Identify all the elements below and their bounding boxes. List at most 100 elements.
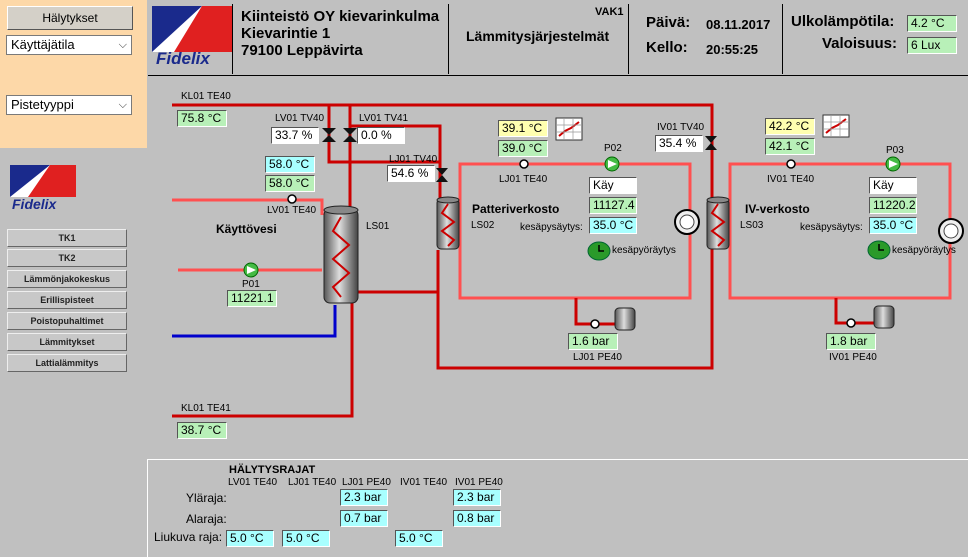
tank-ls02-icon (436, 196, 460, 250)
valve-lv01-tv41-icon[interactable] (343, 128, 357, 142)
alarm-limits-panel: HÄLYTYSRAJAT LV01 TE40 LJ01 TE40 LJ01 PE… (147, 459, 968, 557)
alarm-col-lv01-te40: LV01 TE40 (228, 477, 278, 488)
lj01-te40-slide-limit[interactable]: 5.0 °C (282, 530, 330, 547)
alarm-col-iv01-te40: IV01 TE40 (400, 477, 448, 488)
p03-value: 11220.2 (869, 197, 917, 214)
lv01-te40-slide-limit[interactable]: 5.0 °C (226, 530, 274, 547)
sensor-dot-icon (590, 319, 600, 329)
iv01-te40-value: 42.1 °C (765, 138, 815, 155)
pointtype-select-value: Pistetyyppi (11, 97, 74, 112)
kesapyoraytys-label: kesäpyöräytys (612, 245, 676, 256)
valve-iv01-tv40-icon[interactable] (705, 136, 717, 150)
sidebar-logo: Fidelix (10, 165, 76, 213)
return-pipe (172, 290, 438, 418)
nav-poistopuhaltimet[interactable]: Poistopuhaltimet (7, 312, 127, 330)
iv-verkosto-label: IV-verkosto (745, 202, 810, 216)
iv01-pe40-upper-limit[interactable]: 2.3 bar (453, 489, 501, 506)
kl01-te40-value: 75.8 °C (177, 110, 227, 127)
p02-label: P02 (604, 143, 622, 154)
light-label: Valoisuus: (822, 35, 898, 52)
lj01-tv40-label: LJ01 TV40 (389, 154, 438, 165)
header-logo: Fidelix (152, 6, 232, 70)
lv01-tv40-label: LV01 TV40 (275, 113, 325, 124)
header-divider (628, 4, 629, 74)
alarm-limits-title: HÄLYTYSRAJAT (229, 464, 316, 476)
kl01-te41-label: KL01 TE41 (181, 403, 231, 414)
lj01-te40-value: 39.0 °C (498, 140, 548, 157)
nav-lammitykset[interactable]: Lämmitykset (7, 333, 127, 351)
address-line1: Kiinteistö OY kievarinkulma (241, 8, 440, 25)
system-code: VAK1 (595, 6, 624, 18)
kesapysaytys-value[interactable]: 35.0 °C (869, 217, 917, 234)
sidebar-logo-text: Fidelix (12, 196, 57, 212)
iv01-tv40-value[interactable]: 35.4 % (655, 135, 703, 152)
hot-water-pipe (172, 198, 324, 215)
pump-p01-icon[interactable] (243, 262, 259, 278)
valve-lj01-tv40-icon[interactable] (436, 168, 448, 182)
nav-erillispisteet[interactable]: Erillispisteet (7, 291, 127, 309)
tank-ls01-icon (323, 205, 359, 304)
iv01-setpoint-value[interactable]: 42.2 °C (765, 118, 815, 135)
clock-icon[interactable] (587, 241, 611, 261)
sidebar: Hälytykset Käyttäjätila ⌵ Pistetyyppi ⌵ … (0, 0, 147, 556)
alarm-col-lj01-pe40: LJ01 PE40 (342, 477, 391, 488)
alarm-row-upper: Yläraja: (186, 491, 227, 505)
alarm-row-lower: Alaraja: (186, 512, 227, 526)
iv01-te40-slide-limit[interactable]: 5.0 °C (395, 530, 443, 547)
expansion-tank-icon (614, 307, 636, 331)
kayttovesi-label: Käyttövesi (216, 222, 277, 236)
header-divider (232, 4, 233, 74)
outdoor-temp-value: 4.2 °C (907, 15, 957, 32)
p01-label: P01 (242, 279, 260, 290)
lj01-setpoint-value[interactable]: 39.1 °C (498, 120, 548, 137)
lj01-pe40-upper-limit[interactable]: 2.3 bar (340, 489, 388, 506)
nav-tk1[interactable]: TK1 (7, 229, 127, 247)
iv01-te40-label: IV01 TE40 (767, 174, 815, 185)
sensor-dot-icon (287, 194, 297, 204)
heating-curve-icon[interactable] (555, 117, 583, 141)
meter-icon (674, 209, 700, 235)
lv01-tv41-label: LV01 TV41 (359, 113, 409, 124)
lj01-pe40-lower-limit[interactable]: 0.7 bar (340, 510, 388, 527)
heating-curve-icon[interactable] (822, 114, 850, 138)
mode-select[interactable]: Käyttäjätila ⌵ (6, 35, 132, 55)
nav-lattialammitys[interactable]: Lattialämmitys (7, 354, 127, 372)
valve-lv01-tv40-icon[interactable] (322, 128, 336, 142)
iv01-pe40-lower-limit[interactable]: 0.8 bar (453, 510, 501, 527)
p02-status[interactable]: Käy (589, 177, 637, 194)
meter-icon (938, 218, 964, 244)
lv01-tv40-value[interactable]: 33.7 % (271, 127, 319, 144)
kl01-te41-value: 38.7 °C (177, 422, 227, 439)
sensor-dot-icon (786, 159, 796, 169)
system-name: Lämmitysjärjestelmät (466, 28, 610, 44)
ls01-label: LS01 (366, 221, 390, 232)
kesapyoraytys-label: kesäpyöräytys (892, 245, 956, 256)
chevron-down-icon: ⌵ (118, 99, 127, 111)
clock-icon[interactable] (867, 240, 891, 260)
lv01-te40-label: LV01 TE40 (267, 205, 317, 216)
pointtype-select[interactable]: Pistetyyppi ⌵ (6, 95, 132, 115)
nav-tk2[interactable]: TK2 (7, 249, 127, 267)
p03-status[interactable]: Käy (869, 177, 917, 194)
time-value: 20:55:25 (706, 42, 759, 57)
lv01-setpoint-value[interactable]: 58.0 °C (265, 156, 315, 173)
lv01-te40-value: 58.0 °C (265, 175, 315, 192)
cold-water-pipe (172, 305, 337, 338)
lv01-tv41-value[interactable]: 0.0 % (357, 127, 405, 144)
kesapysaytys-value[interactable]: 35.0 °C (589, 217, 637, 234)
pump-p03-icon[interactable] (885, 156, 901, 172)
date-value: 08.11.2017 (706, 17, 771, 32)
pressure-line (834, 298, 880, 325)
patteriverkosto-label: Patteriverkosto (472, 202, 560, 216)
kl01-te40-label: KL01 TE40 (181, 91, 231, 102)
light-value: 6 Lux (907, 37, 957, 54)
pump-p02-icon[interactable] (604, 156, 620, 172)
alarms-button[interactable]: Hälytykset (7, 6, 133, 30)
lj01-te40-label: LJ01 TE40 (499, 174, 548, 185)
mode-select-value: Käyttäjätila (11, 37, 75, 52)
supply-pipe (350, 124, 442, 200)
alarm-row-slide: Liukuva raja: (154, 530, 223, 544)
lj01-tv40-value[interactable]: 54.6 % (387, 165, 435, 182)
address-line3: 79100 Leppävirta (241, 42, 363, 59)
nav-lammonjakokeskus[interactable]: Lämmönjakokeskus (7, 270, 127, 288)
